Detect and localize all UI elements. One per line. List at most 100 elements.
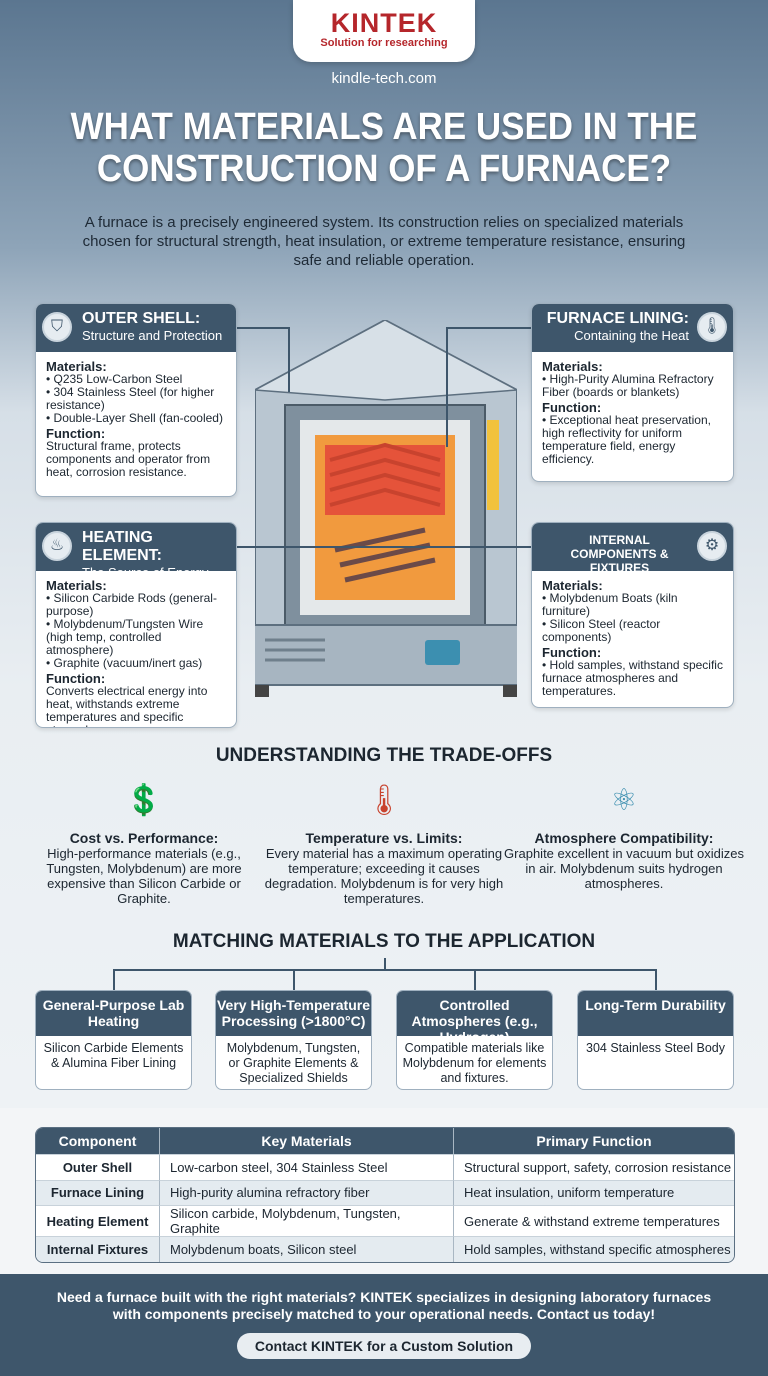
application-high-temperature: Very High-Temperature Processing (>1800°… bbox=[215, 990, 372, 1090]
gears-icon: ⚙ bbox=[697, 531, 727, 561]
function-text: Structural frame, protects components an… bbox=[46, 439, 211, 479]
tradeoff-cost: Cost vs. Performance:High-performance ma… bbox=[24, 830, 264, 907]
material-item: 304 Stainless Steel (for higher resistan… bbox=[46, 386, 226, 412]
connector-line bbox=[237, 546, 437, 548]
coin-hand-icon: 💲 bbox=[125, 784, 163, 817]
application-text: Compatible materials like Molybdenum for… bbox=[402, 1041, 547, 1085]
card-subtitle: The Source of Energy bbox=[82, 565, 209, 580]
tradeoff-title: Temperature vs. Limits: bbox=[305, 830, 463, 846]
card-title: INTERNAL bbox=[589, 533, 650, 547]
summary-table: Component Key Materials Primary Function… bbox=[35, 1127, 735, 1263]
matching-heading: MATCHING MATERIALS TO THE APPLICATION bbox=[172, 931, 596, 952]
connector-line bbox=[446, 327, 531, 329]
thermometer-icon: 🌡 bbox=[364, 784, 404, 817]
connector-line bbox=[384, 958, 386, 970]
page-title: WHAT MATERIALS ARE USED IN THE CONSTRUCT… bbox=[70, 106, 698, 190]
material-item: Double-Layer Shell (fan-cooled) bbox=[46, 412, 226, 425]
table-cell: Generate & withstand extreme temperature… bbox=[453, 1205, 734, 1236]
site-url[interactable]: kindle-tech.com bbox=[331, 70, 437, 87]
tradeoff-title: Cost vs. Performance: bbox=[69, 830, 219, 846]
furnace-illustration bbox=[255, 320, 517, 697]
connector-line bbox=[237, 327, 289, 329]
card-furnace-lining: 🌡 FURNACE LINING:Containing the Heat Mat… bbox=[531, 303, 734, 482]
card-heating-element: ♨ HEATING ELEMENT:The Source of Energy M… bbox=[35, 522, 237, 728]
table-cell: Outer Shell bbox=[36, 1154, 159, 1180]
connector-line bbox=[288, 327, 290, 392]
material-item: Silicon Carbide Rods (general-purpose) bbox=[46, 592, 226, 618]
connector-line bbox=[113, 969, 115, 990]
heat-waves-icon: ♨ bbox=[42, 531, 72, 561]
table-cell: Heating Element bbox=[36, 1205, 159, 1236]
application-title: General-Purpose Lab Heating bbox=[36, 991, 191, 1036]
card-subtitle: Containing the Heat bbox=[574, 328, 689, 343]
column-header: Component bbox=[36, 1128, 159, 1154]
tradeoff-text: High-performance materials (e.g., Tungst… bbox=[46, 846, 242, 906]
materials-label: Materials: bbox=[542, 359, 603, 374]
table-cell: Internal Fixtures bbox=[36, 1236, 159, 1262]
function-text: Exceptional heat preservation, high refl… bbox=[542, 414, 723, 466]
function-text: Converts electrical energy into heat, wi… bbox=[46, 684, 208, 728]
table-cell: Structural support, safety, corrosion re… bbox=[453, 1154, 734, 1180]
application-durability: Long-Term Durability 304 Stainless Steel … bbox=[577, 990, 734, 1090]
tradeoff-title: Atmosphere Compatibility: bbox=[534, 830, 714, 846]
card-outer-shell: ⛉ OUTER SHELL:Structure and Protection M… bbox=[35, 303, 237, 497]
card-title: HEATING ELEMENT: bbox=[82, 529, 162, 564]
footer: Need a furnace built with the right mate… bbox=[0, 1274, 768, 1376]
table-cell: Hold samples, withstand specific atmosph… bbox=[453, 1236, 734, 1262]
atom-icon: ⚛ bbox=[610, 784, 638, 817]
footer-message: Need a furnace built with the right mate… bbox=[56, 1289, 712, 1322]
materials-label: Materials: bbox=[542, 578, 603, 593]
tradeoff-text: Every material has a maximum operating t… bbox=[264, 846, 504, 906]
application-text: Molybdenum, Tungsten, or Graphite Elemen… bbox=[226, 1041, 361, 1085]
tradeoff-temperature: Temperature vs. Limits:Every material ha… bbox=[264, 830, 504, 907]
table-cell: Molybdenum boats, Silicon steel bbox=[159, 1236, 453, 1262]
tradeoffs-heading: UNDERSTANDING THE TRADE-OFFS bbox=[215, 745, 553, 766]
table-cell: Heat insulation, uniform temperature bbox=[453, 1179, 734, 1205]
table-cell: Low-carbon steel, 304 Stainless Steel bbox=[159, 1154, 453, 1180]
logo-tagline: Solution for researching bbox=[320, 37, 448, 49]
column-header: Primary Function bbox=[453, 1128, 734, 1154]
shield-icon: ⛉ bbox=[42, 312, 72, 342]
function-label: Function: bbox=[542, 645, 602, 660]
material-item: Q235 Low-Carbon Steel bbox=[46, 373, 226, 386]
materials-label: Materials: bbox=[46, 359, 107, 374]
connector-line bbox=[474, 969, 476, 990]
application-title: Controlled Atmospheres (e.g., Hydrogen) bbox=[397, 991, 552, 1045]
connector-line bbox=[430, 546, 531, 548]
thermometer-icon: 🌡 bbox=[697, 312, 727, 342]
material-item: Molybdenum Boats (kiln furniture) bbox=[542, 592, 723, 618]
contact-button[interactable]: Contact KINTEK for a Custom Solution bbox=[236, 1333, 532, 1359]
function-label: Function: bbox=[542, 400, 602, 415]
material-item: Silicon Steel (reactor components) bbox=[542, 618, 723, 644]
logo-brand: KINTEK bbox=[330, 8, 438, 38]
connector-line bbox=[655, 969, 657, 990]
card-title: FURNACE LINING: bbox=[546, 310, 689, 327]
application-text: 304 Stainless Steel Body bbox=[586, 1041, 725, 1055]
table-cell: Furnace Lining bbox=[36, 1179, 159, 1205]
kintek-logo[interactable]: KINTEK Solution for researching bbox=[293, 0, 475, 62]
connector-line bbox=[446, 327, 448, 447]
connector-line bbox=[113, 969, 656, 971]
column-header: Key Materials bbox=[159, 1128, 453, 1154]
application-title: Long-Term Durability bbox=[578, 991, 733, 1036]
function-text: Hold samples, withstand specific furnace… bbox=[542, 659, 723, 698]
tradeoff-atmosphere: Atmosphere Compatibility:Graphite excell… bbox=[504, 830, 744, 892]
material-item: High-Purity Alumina Refractory Fiber (bo… bbox=[542, 373, 723, 399]
tradeoff-text: Graphite excellent in vacuum but oxidize… bbox=[504, 846, 744, 891]
material-item: Graphite (vacuum/inert gas) bbox=[46, 657, 226, 670]
card-subtitle: Structure and Protection bbox=[82, 328, 223, 343]
application-text: Silicon Carbide Elements & Alumina Fiber… bbox=[43, 1041, 184, 1070]
table-cell: High-purity alumina refractory fiber bbox=[159, 1179, 453, 1205]
connector-line bbox=[293, 969, 295, 990]
function-label: Function: bbox=[46, 671, 106, 686]
function-label: Function: bbox=[46, 426, 106, 441]
material-item: Molybdenum/Tungsten Wire (high temp, con… bbox=[46, 618, 226, 657]
card-subtitle: COMPONENTS & FIXTURES bbox=[570, 547, 669, 575]
application-controlled-atmospheres: Controlled Atmospheres (e.g., Hydrogen)C… bbox=[396, 990, 553, 1090]
